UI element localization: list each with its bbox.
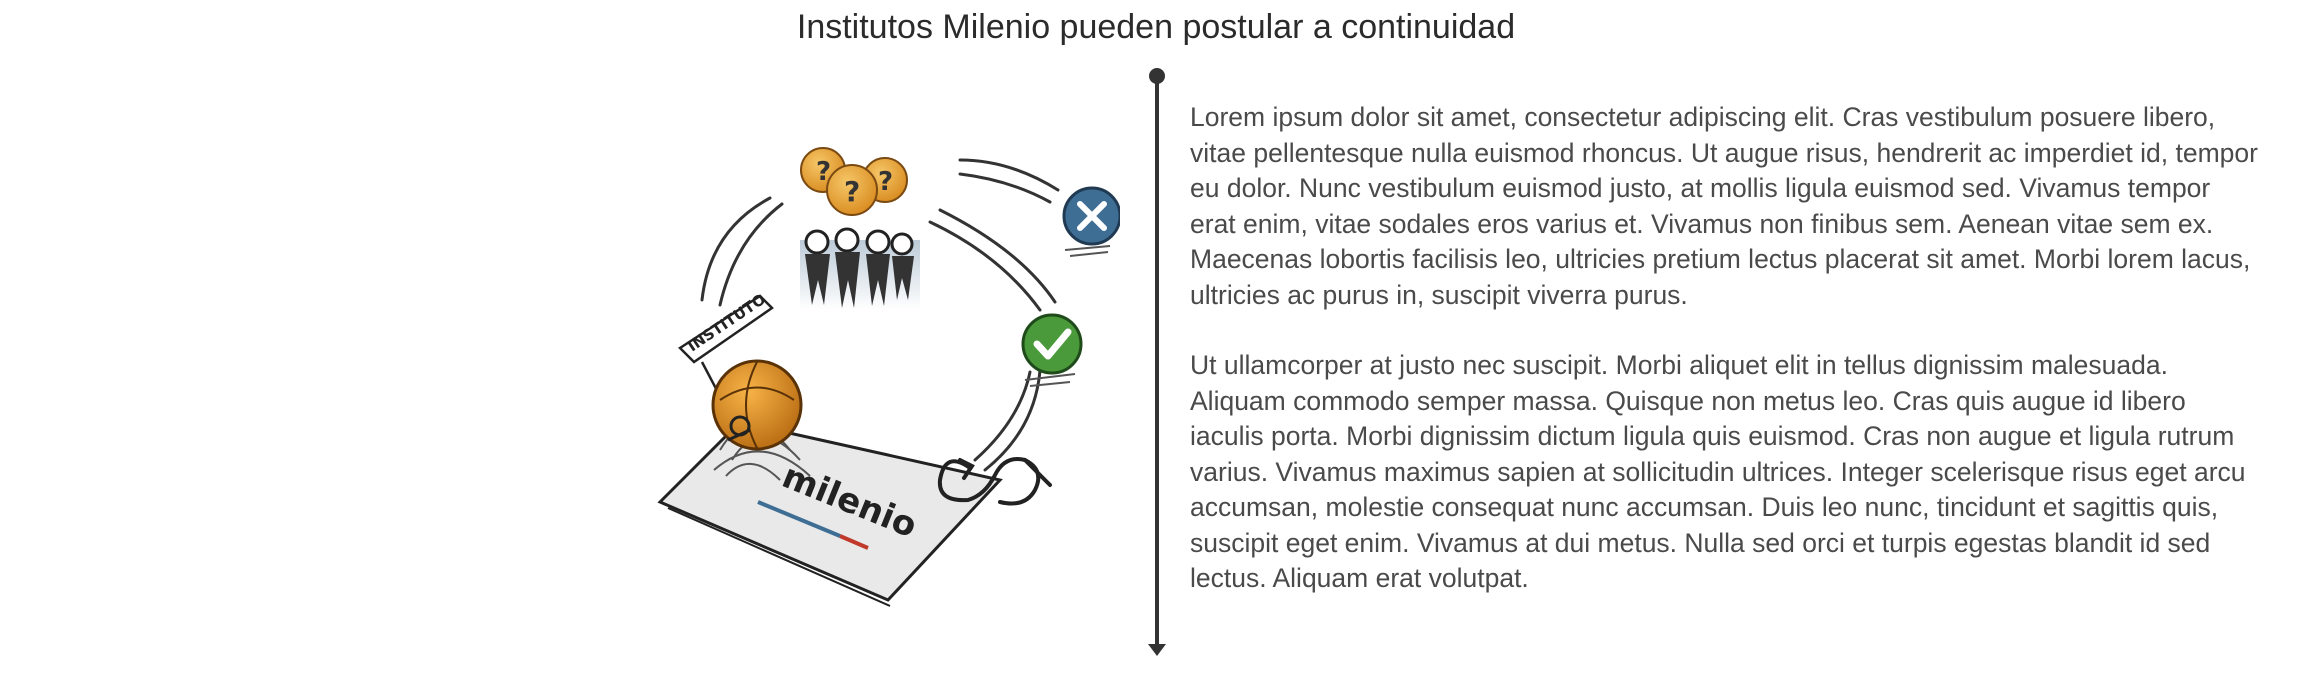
check-badge-icon [1021,313,1083,387]
illustration-svg: ? ? ? [657,147,1122,607]
timeline-arrow-icon [1148,644,1166,656]
milenio-card: milenio [657,420,1003,607]
page-title: Institutos Milenio pueden postular a con… [796,8,1516,46]
cycle-arcs [700,158,1060,472]
cross-badge-icon [1062,186,1122,257]
question-mark-text: ? [878,167,893,197]
cycle-arrow-icon [937,457,1052,506]
people-icon [800,227,920,310]
timeline-line [1155,76,1159,650]
instituto-banner-label: INSTITUTO [684,290,769,355]
question-mark-text: ? [844,175,860,208]
paragraph-1: Lorem ipsum dolor sit amet, consectetur … [1190,102,2258,310]
institute-globe-icon [711,359,803,451]
paragraph-2: Ut ullamcorper at justo nec suscipit. Mo… [1190,350,2246,593]
question-coin-icon: ? ? ? [800,147,908,216]
timeline [1148,68,1166,668]
illustration: ? ? ? [640,130,1122,620]
text-column: Lorem ipsum dolor sit amet, consectetur … [1190,100,2260,632]
question-mark-text: ? [816,157,831,187]
